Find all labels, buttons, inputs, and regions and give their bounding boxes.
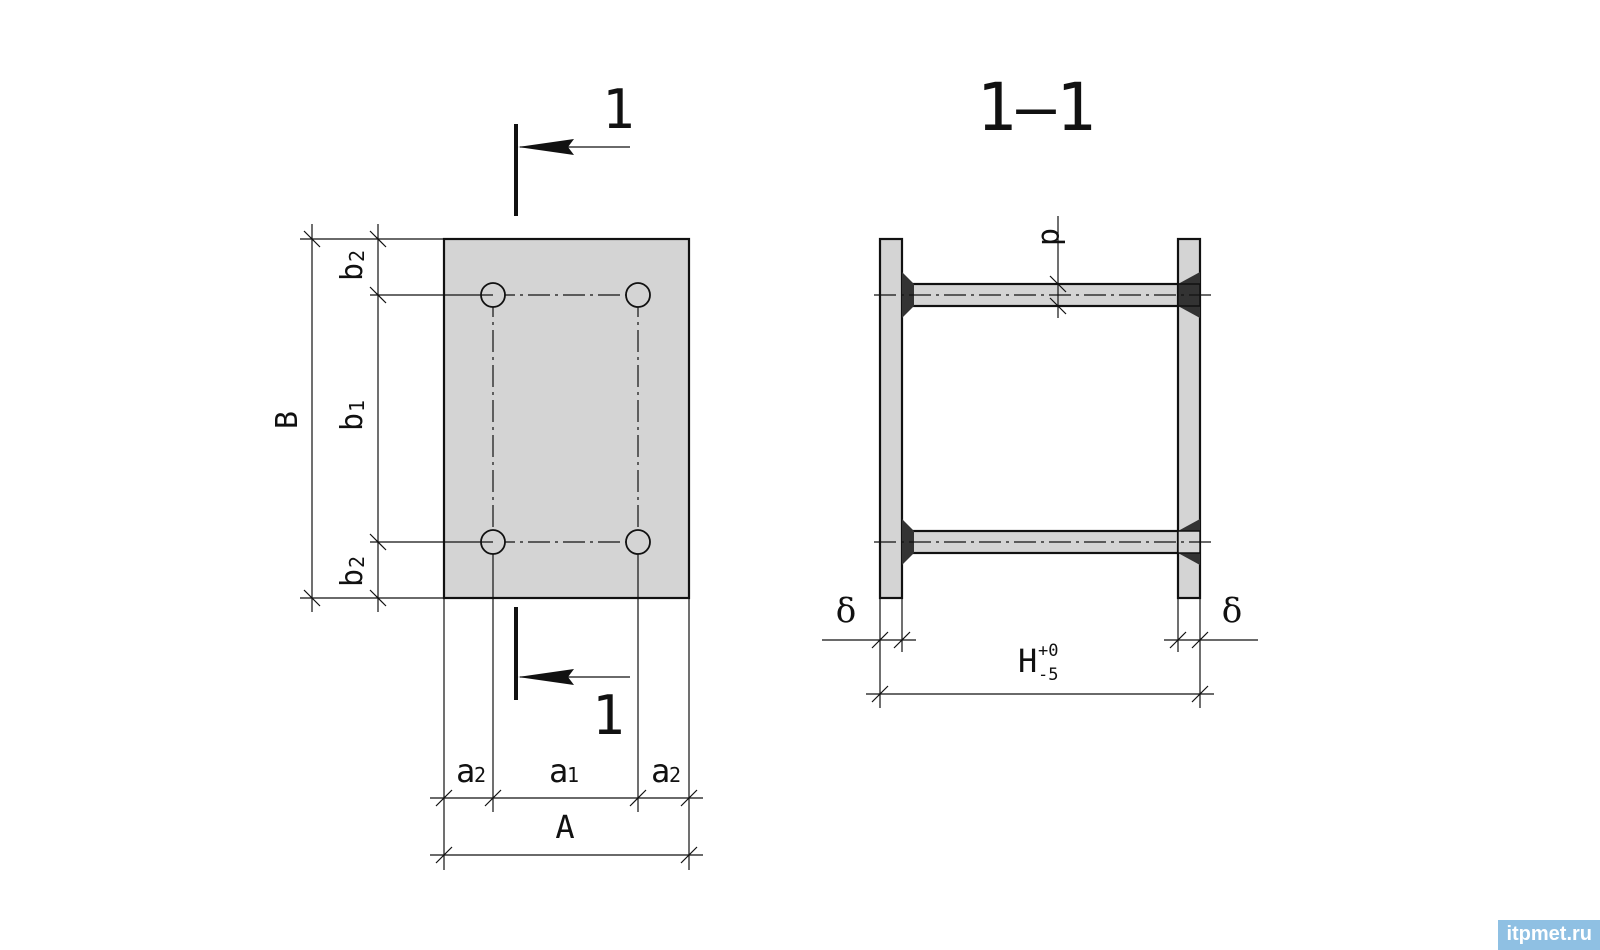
weld [1178, 306, 1200, 318]
dim-b1-sub: 1 [345, 400, 369, 412]
dim-H-label: H [1018, 642, 1037, 680]
section-title: 1–1 [976, 69, 1095, 146]
dim-B-label: B [270, 411, 305, 429]
dim-A-label: A [555, 808, 574, 846]
section-mark-bottom: 1 [592, 684, 625, 747]
plan-view: 1 1 B b [270, 78, 703, 870]
dim-a2-label-right: a [651, 752, 670, 790]
dim-a1-sub: 1 [567, 763, 579, 787]
dim-a2-sub-left: 2 [474, 763, 486, 787]
weld [1178, 519, 1200, 531]
dim-a2-label-left: a [456, 752, 475, 790]
end-plate-right [1176, 237, 1202, 600]
section-cut-top: 1 [514, 78, 635, 216]
dim-H-sub: -5 [1038, 665, 1058, 685]
weld [1178, 272, 1200, 284]
dim-b1-label: b [335, 413, 370, 431]
dim-vertical: B b 2 b 1 b 2 [270, 224, 493, 612]
dim-b2-sub-bottom: 2 [345, 556, 369, 568]
dim-a2-sub-right: 2 [669, 763, 681, 787]
section-view: 1–1 d [822, 69, 1258, 708]
weld [902, 272, 914, 318]
dim-d: d [1034, 216, 1069, 318]
weld [1178, 553, 1200, 565]
weld [902, 519, 914, 565]
watermark: itpmet.ru [1498, 920, 1600, 950]
bolt-hole [625, 282, 651, 308]
section-mark-top: 1 [602, 78, 635, 141]
bolt-hole [625, 529, 651, 555]
dim-d-label: d [1034, 228, 1069, 246]
section-cut-bottom: 1 [514, 607, 630, 747]
dim-delta-left: δ [836, 591, 856, 631]
dim-H-sup: +0 [1038, 641, 1058, 661]
dim-b2-label-bottom: b [335, 569, 370, 587]
dim-delta-right: δ [1222, 591, 1242, 631]
dim-b2-label-top: b [335, 263, 370, 281]
dim-b2-sub-top: 2 [345, 250, 369, 262]
dim-horizontal: a 2 a 1 a 2 A [430, 554, 703, 870]
end-plate-left [878, 237, 904, 600]
dim-bottom-section: δ δ H +0 -5 [822, 591, 1258, 708]
dim-a1-label: a [549, 752, 568, 790]
